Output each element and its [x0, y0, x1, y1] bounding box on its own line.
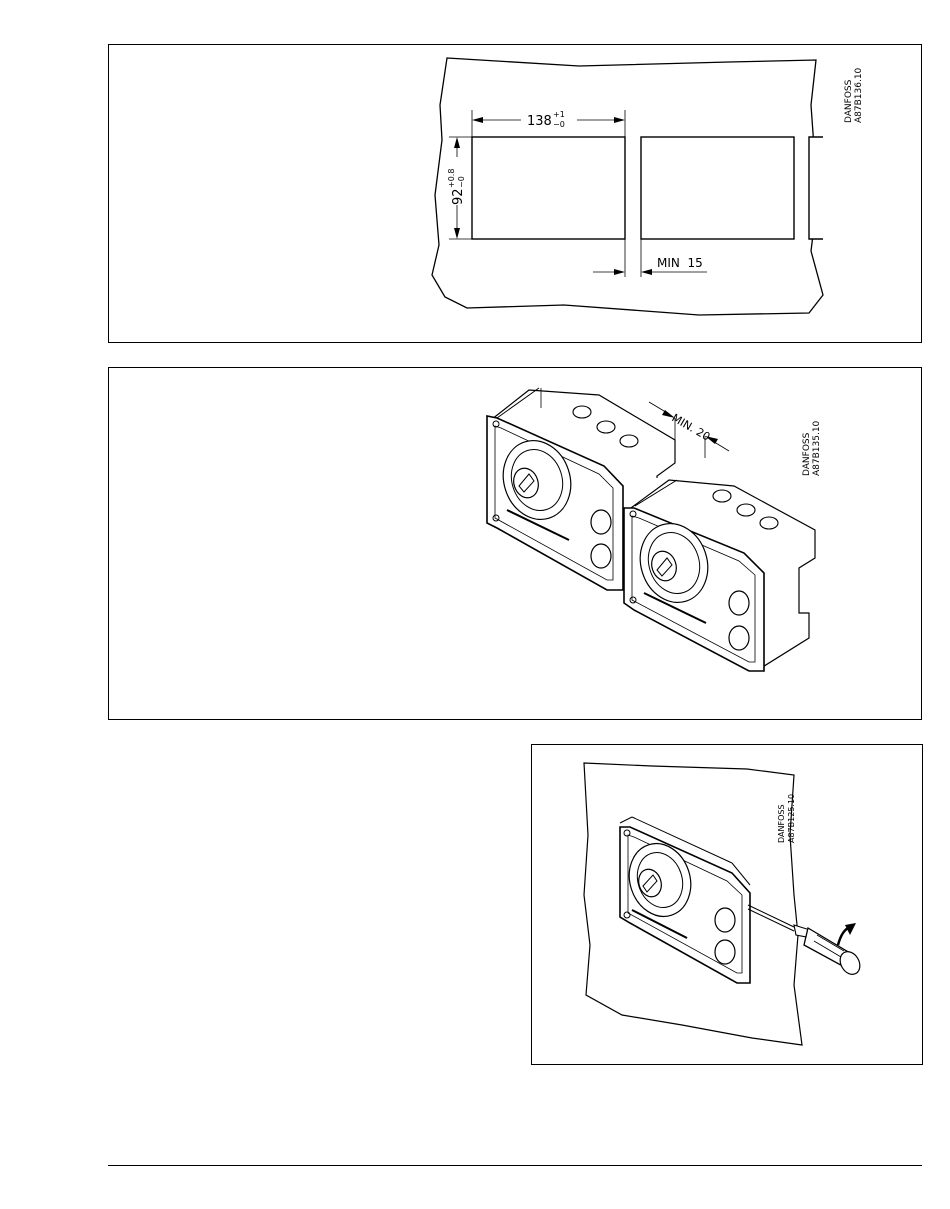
height-dimension: 92 [451, 188, 466, 205]
width-dimension: 138 [527, 114, 552, 129]
controller-unit-right [624, 480, 815, 671]
spacing-drawing: MIN. 20 DANFOSS A87B135.10 [109, 368, 923, 721]
width-tolerance-lower: −0 [553, 120, 565, 129]
removal-drawing: DANFOSS A87B125.10 [532, 745, 924, 1066]
cutout-rectangle-3-partial [809, 137, 823, 239]
cutout-rectangle-1 [472, 137, 625, 239]
height-tolerance-lower: −0 [457, 176, 466, 188]
cutout-rectangle-2 [641, 137, 794, 239]
footer-rule [108, 1165, 922, 1166]
drawing-code-brand: DANFOSS [777, 804, 786, 843]
drawing-code-number: A87B135.10 [812, 420, 822, 476]
spacing-diagram-panel: MIN. 20 DANFOSS A87B135.10 [108, 367, 922, 720]
min-gap-label: MIN. 20 [670, 411, 713, 443]
cutout-diagram-panel: 138 +1 −0 92 +0.8 −0 MIN 15 DANFOSS A87B… [108, 44, 922, 343]
drawing-code-brand: DANFOSS [802, 432, 812, 476]
drawing-code-number: A87B125.10 [787, 794, 796, 843]
screwdriver-icon [748, 905, 864, 978]
drawing-code-brand: DANFOSS [844, 79, 854, 123]
drawing-code-number: A87B136.10 [854, 67, 864, 123]
height-tolerance-upper: +0.8 [447, 169, 456, 188]
cutout-drawing: 138 +1 −0 92 +0.8 −0 MIN 15 DANFOSS A87B… [109, 45, 923, 344]
controller-front [620, 817, 750, 983]
min-gap-label: MIN 15 [657, 256, 703, 270]
removal-diagram-panel: DANFOSS A87B125.10 [531, 744, 923, 1065]
width-tolerance-upper: +1 [553, 110, 565, 119]
